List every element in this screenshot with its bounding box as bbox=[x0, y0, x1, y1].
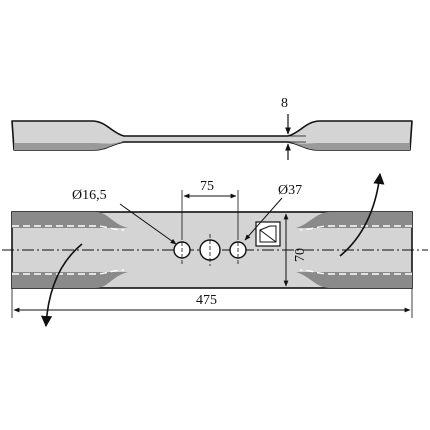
hole-spacing-label: 75 bbox=[200, 179, 214, 194]
bevel-top-left bbox=[12, 212, 128, 228]
blade-side-view bbox=[11, 120, 413, 151]
rotation-arrow-left bbox=[40, 243, 83, 328]
blade-top-view bbox=[2, 211, 428, 289]
bevel-bottom-left bbox=[12, 272, 128, 288]
thickness-dimension: 8 bbox=[270, 96, 306, 160]
side-view-shade-right bbox=[288, 142, 410, 150]
width-dimension: 70 bbox=[283, 213, 308, 287]
side-view-shade-left bbox=[14, 142, 124, 150]
large-hole-leader: Ø37 bbox=[244, 183, 302, 241]
small-hole-leader: Ø16,5 bbox=[72, 188, 177, 245]
width-label: 70 bbox=[293, 248, 308, 262]
bevel-symbol bbox=[255, 221, 281, 247]
hole-spacing-dimension: 75 bbox=[181, 179, 239, 236]
length-dimension: 475 bbox=[11, 288, 413, 318]
small-hole-diameter-label: Ø16,5 bbox=[72, 188, 107, 203]
rotation-arrow-right bbox=[339, 172, 385, 257]
thickness-label: 8 bbox=[281, 96, 288, 111]
bevel-bottom-right bbox=[296, 272, 412, 288]
length-label: 475 bbox=[196, 293, 217, 308]
large-hole-diameter-label: Ø37 bbox=[278, 183, 302, 198]
bevel-top-right bbox=[296, 212, 412, 228]
